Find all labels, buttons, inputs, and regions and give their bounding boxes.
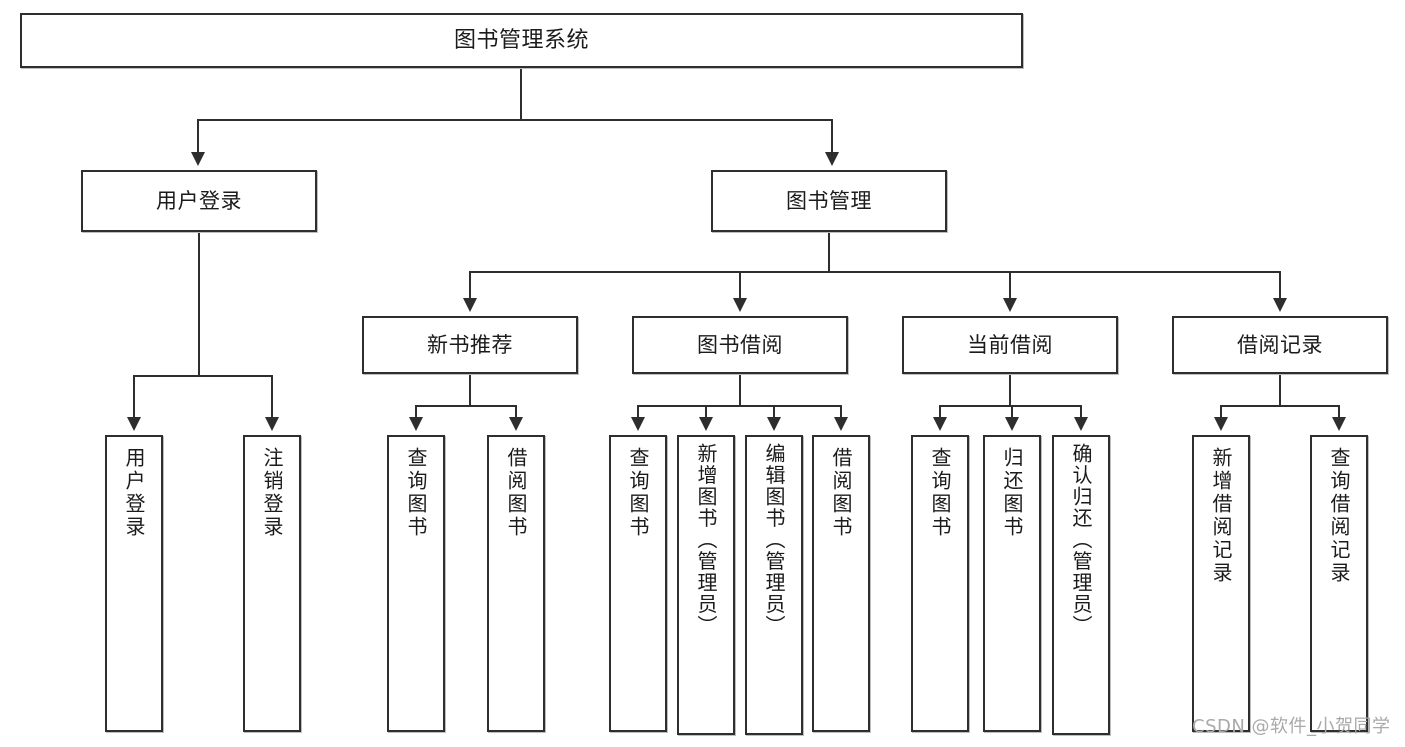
arrow-root-to-book-manage xyxy=(825,152,839,166)
node-leaf-label: 查询借阅记录 xyxy=(1327,447,1351,585)
connector-to-new-book-recommend xyxy=(469,271,471,300)
connector-new-book-to-leaf1 xyxy=(415,405,417,419)
connector-current-borrow-trunk xyxy=(1009,374,1011,406)
node-root-system[interactable]: 图书管理系统 xyxy=(20,13,1023,68)
connector-root-to-book-manage xyxy=(831,119,833,154)
node-current-borrow[interactable]: 当前借阅 xyxy=(902,316,1118,374)
node-leaf-user-logout[interactable]: 注销登录 xyxy=(243,435,301,732)
arrow-user-login-to-leaf1 xyxy=(127,417,141,431)
arrow-book-borrow-to-leaf3 xyxy=(767,417,781,431)
node-leaf-query-book-3[interactable]: 查询图书 xyxy=(911,435,969,732)
node-leaf-borrow-book-1[interactable]: 借阅图书 xyxy=(487,435,545,732)
connector-root-to-user-login xyxy=(197,119,199,154)
connector-root-bus xyxy=(197,119,833,121)
connector-borrow-record-to-leaf2 xyxy=(1338,405,1340,419)
connector-current-borrow-to-leaf3 xyxy=(1080,405,1082,419)
node-leaf-query-book-2[interactable]: 查询图书 xyxy=(609,435,667,732)
connector-current-borrow-to-leaf2 xyxy=(1011,405,1013,419)
connector-new-book-bus xyxy=(415,405,516,407)
connector-to-book-borrow xyxy=(739,271,741,300)
node-leaf-query-borrow-record[interactable]: 查询借阅记录 xyxy=(1310,435,1368,732)
arrow-root-to-user-login xyxy=(191,152,205,166)
connector-to-current-borrow xyxy=(1009,271,1011,300)
node-leaf-label: 确认归还（管理员） xyxy=(1069,443,1093,637)
connector-book-manage-bus xyxy=(469,271,1281,273)
connector-book-borrow-to-leaf2 xyxy=(705,405,707,419)
connector-current-borrow-to-leaf1 xyxy=(939,405,941,419)
node-leaf-label: 查询图书 xyxy=(626,447,650,539)
connector-user-login-trunk xyxy=(198,232,200,376)
connector-to-borrow-record xyxy=(1279,271,1281,300)
arrow-borrow-record-to-leaf1 xyxy=(1214,417,1228,431)
node-book-manage-label: 图书管理 xyxy=(786,188,872,213)
node-user-login[interactable]: 用户登录 xyxy=(81,170,317,232)
arrow-to-new-book-recommend xyxy=(463,298,477,312)
node-leaf-label: 新增图书（管理员） xyxy=(694,443,718,637)
arrow-current-borrow-to-leaf3 xyxy=(1074,417,1088,431)
node-leaf-label: 编辑图书（管理员） xyxy=(762,443,786,637)
node-leaf-confirm-return-admin[interactable]: 确认归还（管理员） xyxy=(1052,435,1110,735)
csdn-watermark: CSDN @软件_小贺同学 xyxy=(1192,716,1391,737)
arrow-to-borrow-record xyxy=(1273,298,1287,312)
arrow-book-borrow-to-leaf2 xyxy=(699,417,713,431)
node-leaf-label: 查询图书 xyxy=(928,447,952,539)
connector-book-borrow-to-leaf1 xyxy=(637,405,639,419)
node-leaf-label: 注销登录 xyxy=(260,447,284,539)
node-current-borrow-label: 当前借阅 xyxy=(967,332,1053,357)
node-leaf-user-login[interactable]: 用户登录 xyxy=(105,435,163,732)
node-root-label: 图书管理系统 xyxy=(453,27,589,53)
node-new-book-recommend[interactable]: 新书推荐 xyxy=(362,316,578,374)
connector-new-book-to-leaf2 xyxy=(515,405,517,419)
node-new-book-recommend-label: 新书推荐 xyxy=(427,332,513,357)
connector-user-login-to-leaf1 xyxy=(133,375,135,419)
arrow-book-borrow-to-leaf4 xyxy=(834,417,848,431)
node-leaf-return-book[interactable]: 归还图书 xyxy=(983,435,1041,732)
node-leaf-label: 查询图书 xyxy=(404,447,428,539)
node-book-borrow[interactable]: 图书借阅 xyxy=(632,316,848,374)
node-user-login-label: 用户登录 xyxy=(156,188,242,213)
connector-borrow-record-to-leaf1 xyxy=(1220,405,1222,419)
node-borrow-record[interactable]: 借阅记录 xyxy=(1172,316,1388,374)
node-leaf-add-book-admin[interactable]: 新增图书（管理员） xyxy=(677,435,735,735)
connector-new-book-trunk xyxy=(469,374,471,406)
arrow-new-book-to-leaf2 xyxy=(509,417,523,431)
node-leaf-label: 用户登录 xyxy=(122,447,146,539)
connector-book-borrow-to-leaf4 xyxy=(840,405,842,419)
node-leaf-label: 借阅图书 xyxy=(504,447,528,539)
node-leaf-query-book-1[interactable]: 查询图书 xyxy=(387,435,445,732)
connector-borrow-record-bus xyxy=(1220,405,1339,407)
node-leaf-add-borrow-record[interactable]: 新增借阅记录 xyxy=(1192,435,1250,732)
connector-book-borrow-bus xyxy=(637,405,841,407)
arrow-to-book-borrow xyxy=(733,298,747,312)
arrow-borrow-record-to-leaf2 xyxy=(1332,417,1346,431)
connector-root-trunk xyxy=(520,68,522,120)
node-leaf-edit-book-admin[interactable]: 编辑图书（管理员） xyxy=(745,435,803,735)
arrow-new-book-to-leaf1 xyxy=(409,417,423,431)
node-leaf-borrow-book-2[interactable]: 借阅图书 xyxy=(812,435,870,732)
arrow-to-current-borrow xyxy=(1003,298,1017,312)
arrow-current-borrow-to-leaf2 xyxy=(1005,417,1019,431)
arrow-current-borrow-to-leaf1 xyxy=(933,417,947,431)
node-book-manage[interactable]: 图书管理 xyxy=(711,170,947,232)
node-book-borrow-label: 图书借阅 xyxy=(697,332,783,357)
arrow-user-login-to-leaf2 xyxy=(265,417,279,431)
connector-borrow-record-trunk xyxy=(1279,374,1281,406)
connector-book-manage-trunk xyxy=(828,232,830,272)
connector-book-borrow-trunk xyxy=(739,374,741,406)
node-leaf-label: 借阅图书 xyxy=(829,447,853,539)
node-borrow-record-label: 借阅记录 xyxy=(1237,332,1323,357)
connector-user-login-bus xyxy=(133,375,272,377)
node-leaf-label: 归还图书 xyxy=(1000,447,1024,539)
node-leaf-label: 新增借阅记录 xyxy=(1209,447,1233,585)
arrow-book-borrow-to-leaf1 xyxy=(631,417,645,431)
connector-book-borrow-to-leaf3 xyxy=(773,405,775,419)
connector-user-login-to-leaf2 xyxy=(271,375,273,419)
connector-current-borrow-bus xyxy=(939,405,1081,407)
